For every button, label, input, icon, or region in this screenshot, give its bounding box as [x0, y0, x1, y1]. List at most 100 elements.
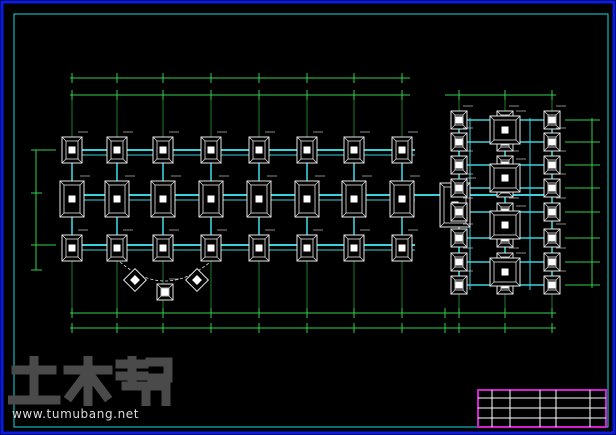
footing-slope — [59, 180, 65, 186]
column-mark — [501, 126, 509, 134]
footing-slope — [450, 202, 456, 208]
column-mark — [398, 244, 406, 252]
footing-slope — [106, 234, 112, 240]
footing-slope — [555, 178, 561, 184]
footing-slope — [407, 256, 413, 262]
column-mark — [192, 275, 202, 285]
footing-slope — [555, 192, 561, 198]
footing-step — [547, 114, 557, 126]
footing-slope — [264, 136, 270, 142]
footing-slope — [462, 216, 468, 222]
footing-slope — [555, 228, 561, 234]
footing-step — [454, 136, 464, 148]
column-mark — [455, 258, 463, 266]
footing-slope — [359, 136, 365, 142]
footing-slope — [248, 234, 254, 240]
footing-slope — [465, 222, 471, 228]
footing-slope — [79, 180, 85, 186]
footing-entrance-rotated — [122, 267, 148, 293]
footing-slope — [198, 180, 204, 186]
footing-slope — [343, 158, 349, 164]
footing-slope — [543, 275, 549, 281]
footing-slope — [122, 136, 128, 142]
footing-slope — [555, 146, 561, 152]
footing-step — [300, 140, 314, 160]
footing-slope — [77, 136, 83, 142]
footing-middle — [198, 175, 229, 218]
footing-slope — [543, 252, 549, 258]
footing-slope — [106, 136, 112, 142]
footing-entrance-rotated — [184, 267, 210, 293]
footing-slope — [170, 212, 176, 218]
footing-slope — [450, 169, 456, 175]
column-mark — [303, 244, 311, 252]
footing-annex — [450, 150, 473, 175]
footing-slope — [515, 281, 521, 287]
footing-slope — [361, 180, 367, 186]
footing-slope — [450, 178, 456, 184]
footing-slope — [150, 180, 156, 186]
footing-slope — [515, 163, 521, 169]
footing-slope — [264, 158, 270, 164]
footing-slope — [462, 146, 468, 152]
footing-annex — [450, 247, 473, 272]
footing-slope — [555, 155, 561, 161]
footing-slope — [462, 266, 468, 272]
footing-slope — [168, 295, 174, 301]
footing-slope — [489, 234, 495, 240]
footing-slope — [343, 234, 349, 240]
footing-annex — [450, 173, 473, 198]
footing-slope — [156, 295, 162, 301]
footing-slope — [61, 256, 67, 262]
footing-slope — [462, 192, 468, 198]
footing-slope — [462, 155, 468, 161]
footing-slope — [216, 234, 222, 240]
footing-step — [454, 206, 464, 218]
footing-step — [454, 114, 464, 126]
footing-slope — [312, 256, 318, 262]
footing-south — [296, 229, 323, 262]
footing-slope — [462, 124, 468, 130]
footing-annex — [450, 223, 473, 248]
footing-slope — [508, 155, 514, 161]
footing-slope — [77, 158, 83, 164]
footing-slope — [489, 187, 495, 193]
title-block — [477, 389, 607, 428]
footing-middle — [246, 175, 277, 218]
footing-south — [343, 229, 370, 262]
footing-slope — [61, 158, 67, 164]
column-mark — [455, 184, 463, 192]
footing-north — [296, 131, 323, 164]
footing-slope — [543, 146, 549, 152]
footing-slope — [216, 136, 222, 142]
column-mark — [455, 208, 463, 216]
footing-slope — [200, 234, 206, 240]
footing-slope — [496, 289, 502, 295]
footing-step — [493, 167, 517, 189]
footing-slope — [266, 180, 272, 186]
column-mark — [548, 184, 556, 192]
footing-slope — [543, 216, 549, 222]
footing-step — [547, 159, 557, 171]
column-mark — [159, 146, 167, 154]
column-mark — [455, 161, 463, 169]
footing-step — [252, 140, 266, 160]
footing-slope — [312, 136, 318, 142]
footing-north — [248, 131, 275, 164]
column-mark — [159, 195, 167, 203]
footing-slope — [543, 124, 549, 130]
footing-slope — [450, 252, 456, 258]
footing-slope — [296, 256, 302, 262]
footing-slope — [391, 256, 397, 262]
footing-step — [108, 184, 126, 214]
column-mark — [398, 146, 406, 154]
footing-slope — [294, 212, 300, 218]
footing-slope — [248, 136, 254, 142]
footing-slope — [450, 155, 456, 161]
column-mark — [159, 244, 167, 252]
column-mark — [548, 208, 556, 216]
footing-step — [547, 206, 557, 218]
footing-annex — [543, 150, 566, 175]
